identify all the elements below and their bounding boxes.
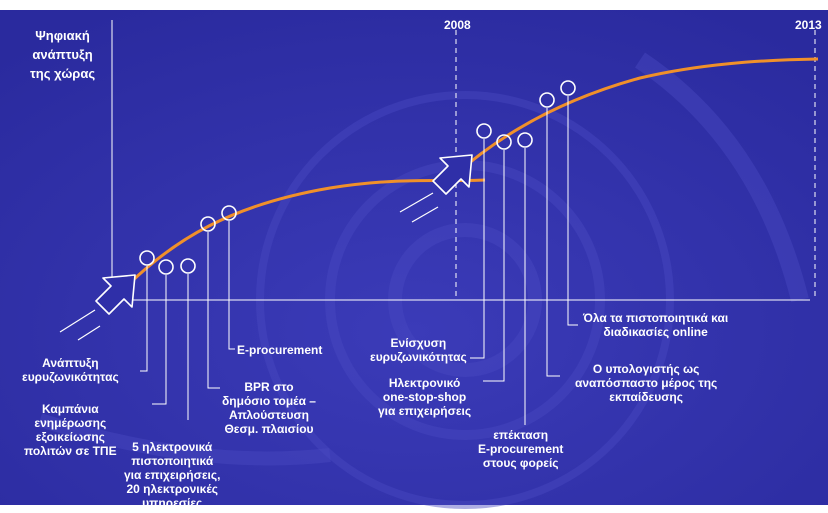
milestone-marker	[517, 132, 533, 148]
slide-background	[0, 10, 828, 505]
milestone-label-broadband-boost: Ενίσχυση ευρυζωνικότητας	[370, 336, 467, 364]
milestone-marker	[476, 123, 492, 139]
milestone-label-awareness-campaign: Καμπάνια ενημέρωσης εξοικείωσης πολιτών …	[24, 402, 117, 458]
milestone-label-certificates: 5 ηλεκτρονικά πιστοποιητικά για επιχειρή…	[124, 440, 221, 510]
milestone-marker	[180, 258, 196, 274]
milestone-marker	[200, 216, 216, 232]
milestone-marker	[539, 92, 555, 108]
milestone-marker	[158, 259, 174, 275]
milestone-marker	[560, 80, 576, 96]
milestone-label-eprocurement-extension: επέκταση E-procurement στους φορείς	[478, 428, 564, 470]
diagram-title: Ψηφιακή ανάπτυξη της χώρας	[30, 28, 96, 81]
milestone-circles	[139, 80, 576, 275]
milestone-label-computer-education: Ο υπολογιστής ως αναπόσπαστο μέρος της ε…	[575, 362, 718, 404]
year-2008-label: 2008	[444, 18, 471, 32]
milestone-label-eprocurement: E-procurement	[237, 343, 323, 357]
milestone-marker	[496, 134, 512, 150]
speed-lines-2	[399, 192, 439, 223]
milestone-label-broadband-development: Ανάπτυξη ευρυζωνικότητας	[22, 356, 119, 384]
year-2013-label: 2013	[795, 18, 822, 32]
growth-curve-phase-2	[454, 57, 819, 177]
milestone-label-bpr: BPR στο δημόσιο τομέα – Απλούστευση Θεσμ…	[222, 380, 316, 436]
milestone-marker	[221, 205, 237, 221]
milestone-label-all-online: Όλα τα πιστοποιητικά και διαδικασίες onl…	[583, 311, 729, 339]
milestone-label-one-stop-shop: Ηλεκτρονικό one-stop-shop για επιχειρήσε…	[378, 376, 472, 418]
speed-lines-1	[59, 309, 101, 341]
leader-lines	[140, 96, 578, 425]
arrow-icon-start	[95, 274, 136, 315]
arrow-icon-2008	[432, 154, 473, 195]
milestone-marker	[139, 250, 155, 266]
